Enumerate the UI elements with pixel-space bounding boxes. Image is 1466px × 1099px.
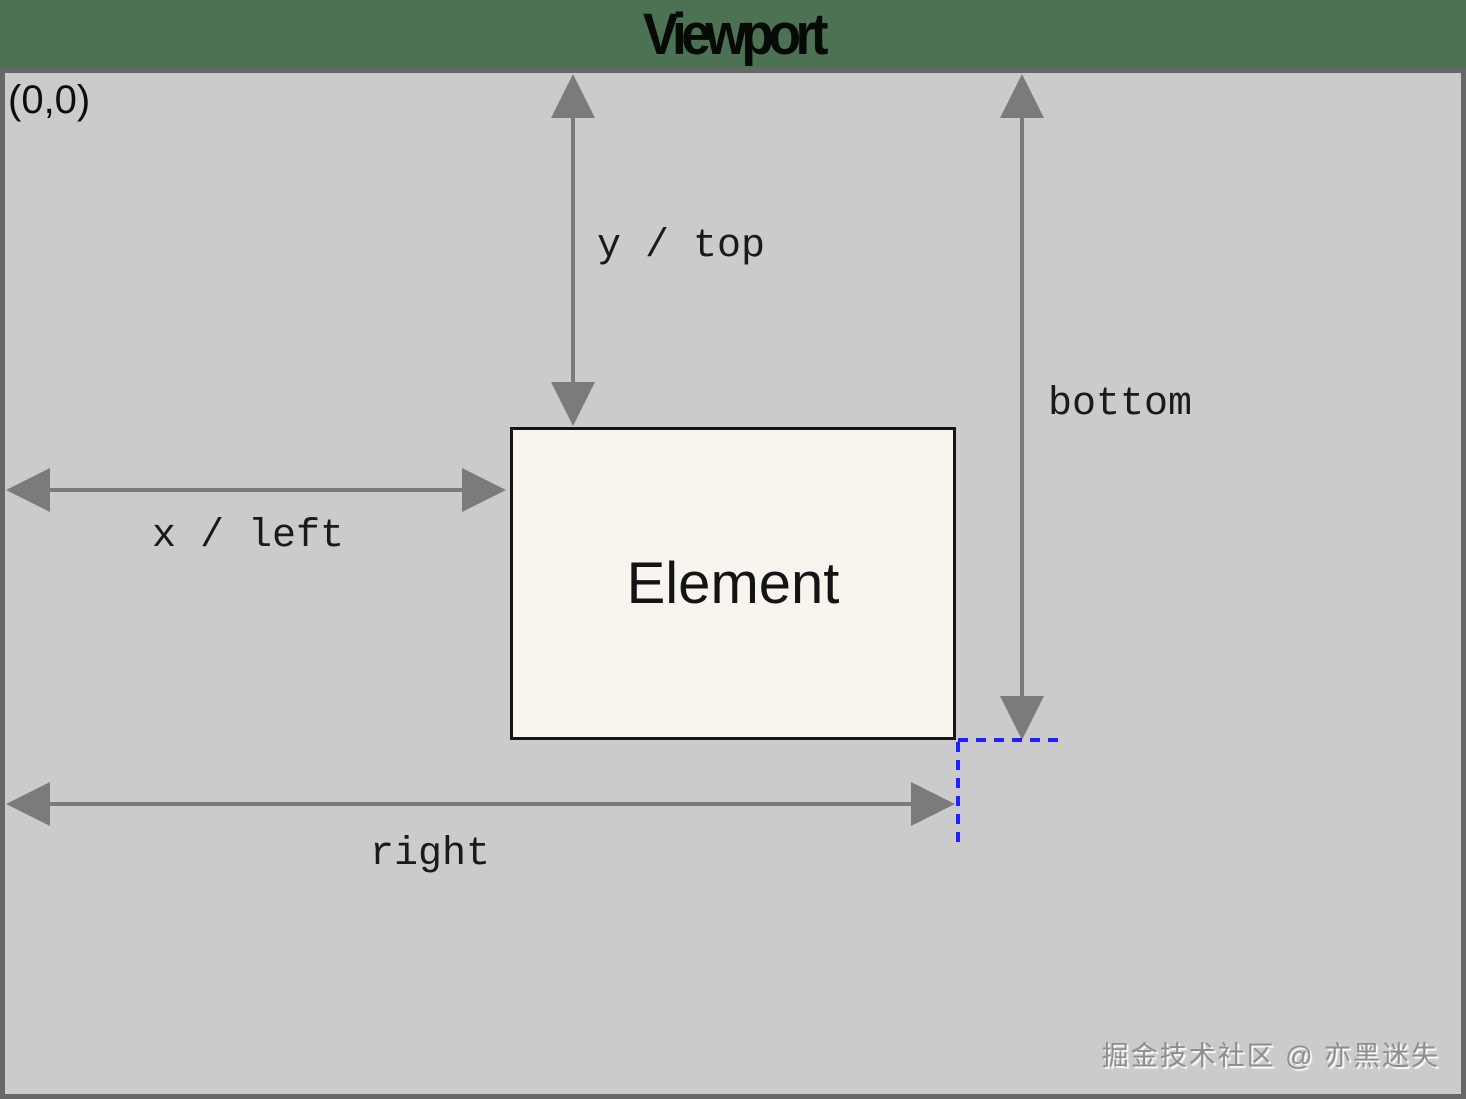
viewport-header-strip: Viewport xyxy=(0,0,1466,68)
origin-label: (0,0) xyxy=(8,78,91,122)
element-label: Element xyxy=(626,551,840,616)
label-bottom: bottom xyxy=(1048,382,1193,427)
label-y-top: y / top xyxy=(597,224,766,269)
viewport-title: Viewport xyxy=(642,1,829,67)
watermark: 掘金技术社区 @ 亦黑迷失 xyxy=(1101,1041,1440,1071)
element-box: Element xyxy=(510,427,956,740)
label-x-left: x / left xyxy=(152,514,345,559)
label-right: right xyxy=(370,832,491,877)
